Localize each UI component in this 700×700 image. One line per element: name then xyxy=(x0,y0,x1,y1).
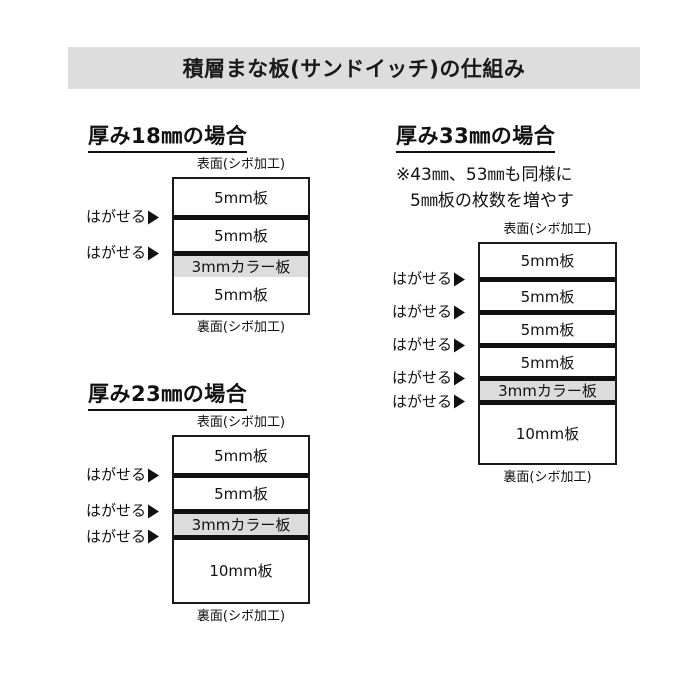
peelable-label: はがせる xyxy=(86,465,147,484)
peelable-marker: はがせる xyxy=(392,368,466,387)
board-layer-label: 5mm板 xyxy=(214,286,268,305)
board-layer: 10mm板 xyxy=(480,399,615,463)
board-layer: 5mm板 xyxy=(480,277,615,310)
peelable-label: はがせる xyxy=(392,368,453,387)
back-face-label-18: 裏面(シボ加工) xyxy=(196,319,286,335)
board-stack-33: 5mm板 5mm板 5mm板 5mm板 3mmカラー板 10mm板 xyxy=(478,242,617,465)
right-arrow-icon xyxy=(454,305,466,319)
peelable-label: はがせる xyxy=(392,302,453,321)
peelable-marker: はがせる xyxy=(86,465,160,484)
right-arrow-icon xyxy=(454,371,466,385)
front-face-label-18: 表面(シボ加工) xyxy=(196,157,286,172)
stack-33mm: 表面(シボ加工) 5mm板 5mm板 5mm板 5mm板 3mmカラー板 10mm板 裏面… xyxy=(392,222,617,485)
peelable-label: はがせる xyxy=(86,501,147,520)
diagram-title-banner: 積層まな板(サンドイッチ)の仕組み xyxy=(68,47,640,89)
board-layer-label: 5mm板 xyxy=(214,485,268,503)
board-layer-label: 5mm板 xyxy=(520,252,575,270)
right-arrow-icon xyxy=(454,394,466,409)
board-layer-label: 5mm板 xyxy=(520,320,575,339)
board-layer-label: 5mm板 xyxy=(214,188,268,207)
board-layer: 5mm板 xyxy=(174,473,308,509)
right-arrow-icon xyxy=(148,246,160,260)
board-layer: 3mmカラー板 xyxy=(174,251,308,277)
peelable-marker: はがせる xyxy=(86,527,160,546)
board-layer: 10mm板 xyxy=(174,534,308,602)
right-arrow-icon xyxy=(454,338,466,352)
thickness-note: ※43㎜、53㎜も同様に 5㎜板の枚数を増やす xyxy=(396,163,646,214)
right-arrow-icon xyxy=(148,529,160,544)
board-layer: 5mm板 xyxy=(174,276,308,313)
peelable-marker: はがせる xyxy=(86,243,160,262)
board-layer-label: 3mmカラー板 xyxy=(498,381,597,400)
page-title: 積層まな板(サンドイッチ)の仕組み xyxy=(182,57,526,81)
board-layer: 5mm板 xyxy=(174,215,308,251)
peelable-marker: はがせる xyxy=(392,269,466,288)
peelable-label: はがせる xyxy=(86,207,147,226)
board-layer-label: 10mm板 xyxy=(209,562,273,581)
peelable-marker: はがせる xyxy=(392,392,466,411)
board-layer-label: 5mm板 xyxy=(214,227,268,245)
peelable-label: はがせる xyxy=(86,527,147,546)
right-arrow-icon xyxy=(148,210,160,224)
stack-23mm: 表面(シボ加工) 5mm板 5mm板 3mmカラー板 10mm板 裏面(シボ加工) は… xyxy=(86,415,310,624)
peelable-label: はがせる xyxy=(86,243,147,262)
section-heading-23mm: 厚み23㎜の場合 xyxy=(88,378,248,411)
back-face-label-23: 裏面(シボ加工) xyxy=(196,608,286,624)
front-face-label-33: 表面(シボ加工) xyxy=(503,222,592,237)
note-line-1: ※43㎜、53㎜も同様に xyxy=(396,165,573,185)
back-face-label-33: 裏面(シボ加工) xyxy=(503,469,592,485)
peelable-marker: はがせる xyxy=(86,207,160,226)
board-layer: 5mm板 xyxy=(174,179,308,215)
board-layer-label: 5mm板 xyxy=(520,287,575,306)
peelable-label: はがせる xyxy=(392,335,453,354)
right-arrow-icon xyxy=(148,468,160,482)
board-layer-label: 5mm板 xyxy=(520,353,575,372)
board-layer-label: 3mmカラー板 xyxy=(191,515,291,534)
board-layer: 5mm板 xyxy=(480,244,615,277)
board-layer: 5mm板 xyxy=(480,343,615,376)
board-layer-label: 10mm板 xyxy=(515,425,580,444)
board-layer-label: 5mm板 xyxy=(214,446,268,465)
board-layer: 5mm板 xyxy=(480,310,615,343)
board-layer: 3mmカラー板 xyxy=(174,509,308,535)
right-arrow-icon xyxy=(454,272,466,286)
board-stack-18: 5mm板 5mm板 3mmカラー板 5mm板 xyxy=(172,177,310,315)
section-heading-33mm: 厚み33㎜の場合 xyxy=(396,120,556,153)
right-arrow-icon xyxy=(148,504,160,518)
peelable-marker: はがせる xyxy=(392,302,466,321)
peelable-marker: はがせる xyxy=(392,335,466,354)
stack-18mm: 表面(シボ加工) 5mm板 5mm板 3mmカラー板 5mm板 裏面(シボ加工) はが… xyxy=(86,157,310,335)
board-stack-23: 5mm板 5mm板 3mmカラー板 10mm板 xyxy=(172,435,310,604)
board-layer: 5mm板 xyxy=(174,437,308,473)
peelable-marker: はがせる xyxy=(86,501,160,520)
peelable-label: はがせる xyxy=(392,392,453,411)
front-face-label-23: 表面(シボ加工) xyxy=(196,415,286,430)
board-layer: 3mmカラー板 xyxy=(480,376,615,400)
section-heading-18mm: 厚み18㎜の場合 xyxy=(88,120,248,153)
note-line-2: 5㎜板の枚数を増やす xyxy=(410,190,574,211)
board-layer-label: 3mmカラー板 xyxy=(191,257,291,276)
peelable-label: はがせる xyxy=(392,269,453,288)
